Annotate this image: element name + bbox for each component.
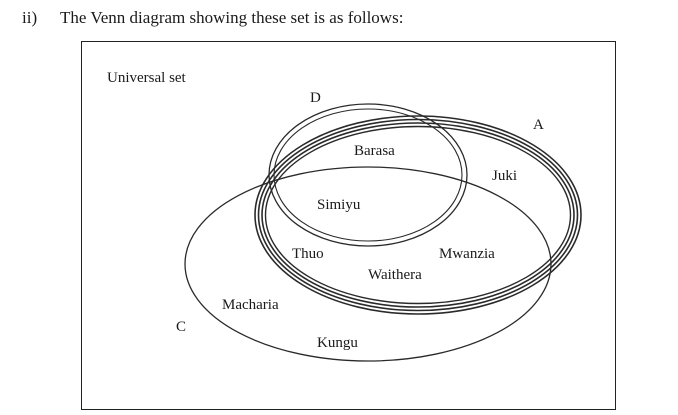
set-a-ellipse-2 bbox=[257, 118, 579, 312]
member-waithera: Waithera bbox=[368, 267, 422, 283]
member-thuo: Thuo bbox=[292, 246, 324, 262]
set-a-ellipse bbox=[254, 115, 582, 315]
member-barasa: Barasa bbox=[354, 143, 395, 159]
member-macharia: Macharia bbox=[222, 297, 279, 313]
set-d-ellipse-inner bbox=[273, 108, 463, 242]
member-kungu: Kungu bbox=[317, 335, 358, 351]
question-number: ii) bbox=[22, 8, 38, 27]
set-d-ellipse bbox=[268, 103, 468, 247]
set-a-label: A bbox=[533, 117, 544, 133]
universal-set-frame bbox=[81, 41, 616, 410]
set-a-ellipse-4 bbox=[264, 125, 572, 305]
member-mwanzia: Mwanzia bbox=[439, 246, 495, 262]
question-heading: ii) The Venn diagram showing these set is… bbox=[22, 8, 403, 28]
set-c-label: C bbox=[176, 319, 187, 335]
set-d-label: D bbox=[310, 90, 321, 106]
member-simiyu: Simiyu bbox=[317, 197, 361, 213]
member-juki: Juki bbox=[492, 168, 518, 184]
question-text: The Venn diagram showing these set is as… bbox=[60, 8, 404, 27]
set-a-ellipse-3 bbox=[261, 122, 575, 308]
universal-set-label: Universal set bbox=[107, 70, 186, 86]
set-c-ellipse bbox=[184, 166, 552, 362]
